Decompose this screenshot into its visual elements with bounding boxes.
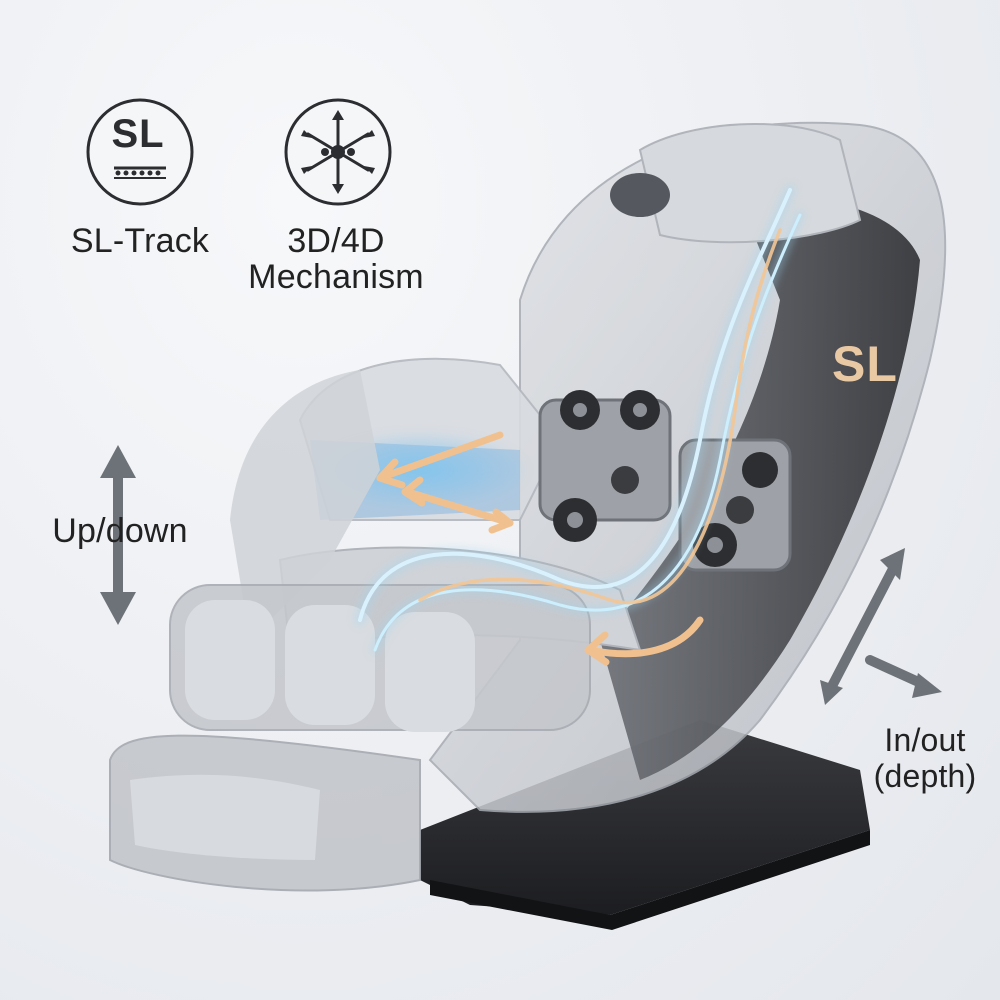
orange-motion-arrows [376,431,704,666]
mechanism-label-line-1: 3D/4D [287,222,385,260]
sl-track-icon-text: SL [111,112,165,156]
sl-track-icon [86,98,194,206]
mechanism-label-line-2: Mechanism [248,258,424,296]
sl-track-path [354,184,805,655]
backrest-sl-badge: SL [832,336,898,392]
in-out-label-line-1: In/out [884,722,966,758]
in-out-arrows [825,560,930,695]
leg-rest [109,584,591,892]
up-down-arrow [100,445,136,625]
in-out-label-line-2: (depth) [873,758,977,794]
in-out-arrowheads [820,548,942,705]
up-down-label: Up/down [52,512,188,550]
chair-base [420,720,870,930]
roller-mechanism [538,390,792,572]
3d-4d-mechanism-icon [284,98,392,206]
sl-track-label: SL-Track [70,222,210,260]
